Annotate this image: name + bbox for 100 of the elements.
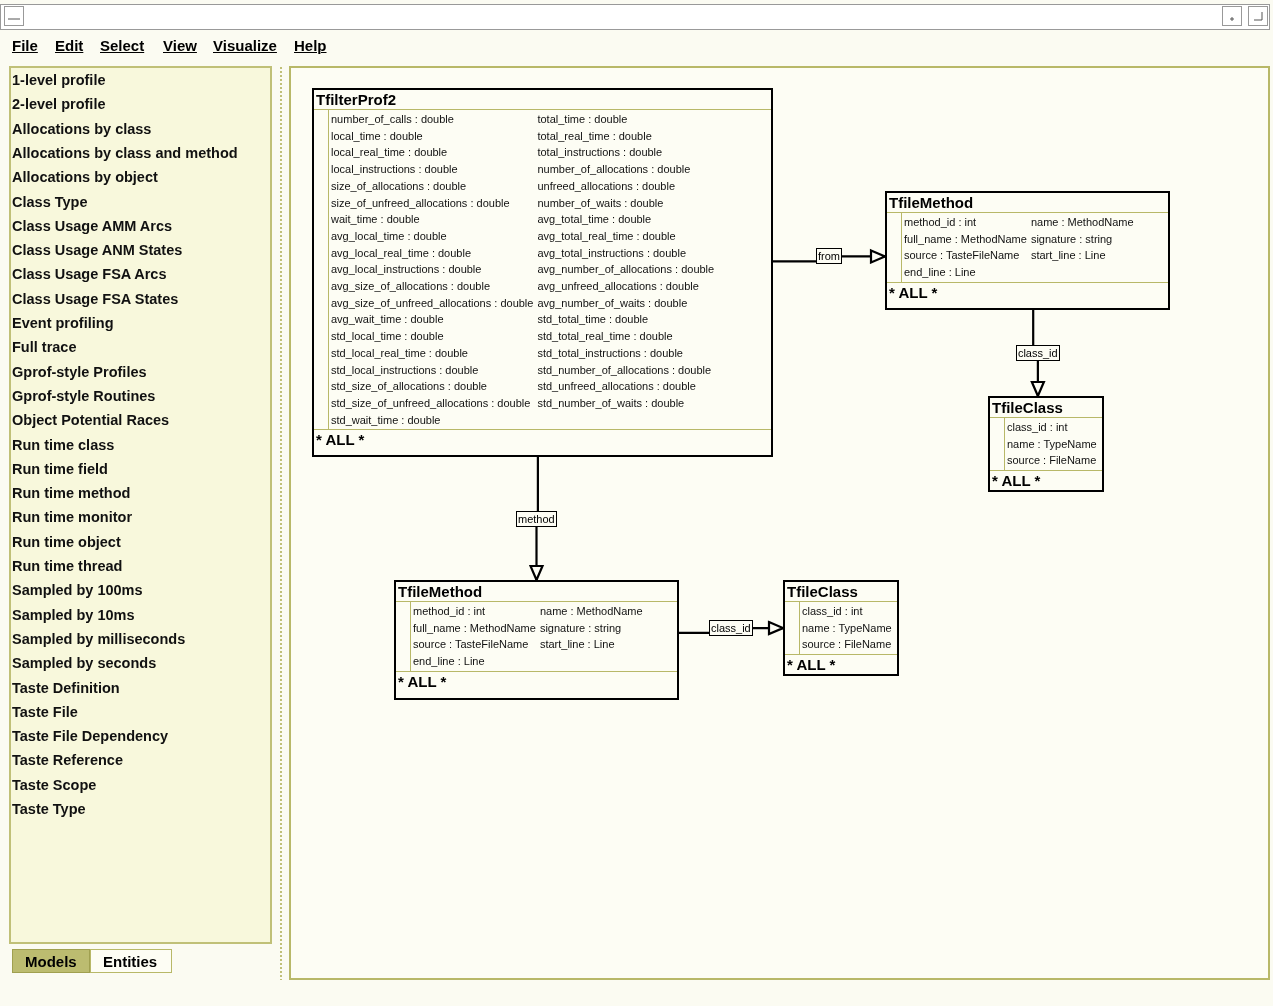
- attribute-text: size_of_allocations : double: [331, 178, 468, 194]
- all-row-text: * ALL *: [990, 470, 1102, 491]
- menu-item: Visualize: [213, 37, 277, 54]
- attribute-text: method_id : int: [904, 215, 978, 230]
- attribute-text: class_id : int: [1007, 420, 1069, 435]
- list-item: Taste File Dependency: [12, 728, 169, 745]
- attribute-text: name : TypeName: [802, 620, 892, 636]
- attribute-text: name : TypeName: [1007, 436, 1097, 452]
- entity-box: [783, 580, 899, 677]
- attribute-text: std_size_of_unfreed_allocations : double: [331, 395, 532, 411]
- entity-name: TfileClass: [785, 582, 897, 602]
- all-row-text: * ALL *: [887, 281, 1168, 302]
- list-item: Class Usage ANM States: [12, 242, 183, 259]
- attribute-text: wait_time : double: [331, 212, 421, 228]
- attribute-text: total_instructions : double: [537, 145, 664, 161]
- list-item: Full trace: [12, 339, 77, 356]
- list-item: Class Type: [12, 193, 88, 210]
- attribute-text: full_name : MethodName: [904, 231, 1027, 247]
- attribute-text: avg_size_of_allocations : double: [331, 279, 491, 295]
- entity-box: [988, 396, 1104, 493]
- attribute-text: name : MethodName: [1030, 215, 1134, 230]
- attribute-text: total_real_time : double: [537, 128, 653, 144]
- attribute-text: signature : string: [539, 620, 623, 636]
- attribute-text: avg_local_time : double: [331, 228, 448, 244]
- attribute-text: start_line : Line: [1030, 248, 1107, 264]
- attribute-text: full_name : MethodName: [413, 620, 536, 636]
- attribute-text: avg_wait_time : double: [331, 312, 445, 328]
- attribute-text: std_number_of_waits : double: [537, 395, 686, 411]
- menu-item: Edit: [55, 37, 84, 54]
- attribute-text: number_of_waits : double: [537, 195, 665, 211]
- attribute-text: avg_total_instructions : double: [537, 245, 688, 261]
- list-item: Object Potential Races: [12, 412, 170, 429]
- entity-name: TfileMethod: [396, 582, 677, 602]
- attribute-text: avg_total_time : double: [537, 212, 653, 228]
- list-item: Gprof-style Profiles: [12, 363, 147, 380]
- attribute-text: start_line : Line: [539, 637, 616, 653]
- attribute-text: std_local_time : double: [331, 329, 445, 345]
- list-item: Sampled by seconds: [12, 655, 157, 672]
- list-item: Class Usage FSA States: [12, 290, 179, 307]
- attribute-text: total_time : double: [537, 112, 629, 127]
- attribute-text: number_of_allocations : double: [537, 162, 692, 178]
- attribute-text: std_wait_time : double: [331, 412, 442, 428]
- entity-name: TfileMethod: [887, 193, 1168, 213]
- list-item: Run time monitor: [12, 509, 133, 526]
- attribute-text: class_id : int: [802, 604, 864, 619]
- attribute-text: method_id : int: [413, 604, 487, 619]
- edge-label: from: [816, 248, 842, 265]
- attribute-text: source : TasteFileName: [904, 248, 1021, 264]
- attribute-text: number_of_calls : double: [331, 112, 455, 127]
- entity-box: [312, 88, 773, 457]
- menu-item: Help: [294, 37, 327, 54]
- menu-item: View: [163, 37, 197, 54]
- relation-arrow: [529, 457, 544, 582]
- list-item: Run time thread: [12, 558, 123, 574]
- attribute-text: avg_local_real_time : double: [331, 245, 473, 261]
- attribute-text: std_local_instructions : double: [331, 362, 480, 378]
- list-item: Taste Reference: [12, 752, 123, 769]
- attribute-text: local_real_time : double: [331, 145, 449, 161]
- list-item: Taste Scope: [12, 776, 97, 793]
- entity-name: TfileClass: [990, 398, 1102, 418]
- list-item: Allocations by class: [12, 120, 152, 137]
- attribute-text: avg_unfreed_allocations : double: [537, 279, 700, 295]
- list-item: Taste Type: [12, 801, 86, 817]
- attribute-text: avg_number_of_waits : double: [537, 295, 689, 311]
- list-item: Taste Definition: [12, 679, 120, 696]
- list-item: 2-level profile: [12, 96, 106, 113]
- attribute-text: avg_local_instructions : double: [331, 262, 483, 278]
- attribute-text: end_line : Line: [413, 654, 486, 670]
- attribute-text: avg_size_of_unfreed_allocations : double: [331, 295, 534, 311]
- entity-name: TfilterProf2: [314, 90, 771, 110]
- list-item: Allocations by class and method: [12, 144, 238, 161]
- list-item: Taste File: [12, 703, 78, 720]
- menu-item: File: [12, 37, 38, 54]
- attribute-text: local_instructions : double: [331, 162, 459, 178]
- list-item: Run time method: [12, 485, 131, 502]
- all-row-text: * ALL *: [396, 670, 677, 691]
- list-item: Run time object: [12, 533, 121, 550]
- list-item: Event profiling: [12, 315, 114, 331]
- list-item: Run time field: [12, 460, 108, 477]
- list-item: Class Usage FSA Arcs: [12, 266, 167, 283]
- list-item: 1-level profile: [12, 72, 106, 88]
- entity-box: [394, 580, 679, 700]
- list-item: Gprof-style Routines: [12, 387, 156, 404]
- attribute-text: end_line : Line: [904, 265, 977, 281]
- list-item: Class Usage AMM Arcs: [12, 217, 173, 234]
- attribute-text: std_size_of_allocations : double: [331, 379, 488, 395]
- attribute-text: source : FileName: [1007, 453, 1097, 469]
- attribute-text: avg_number_of_allocations : double: [537, 262, 715, 278]
- list-item: Sampled by 10ms: [12, 606, 135, 623]
- list-item: Run time class: [12, 436, 115, 453]
- all-row-text: * ALL *: [314, 429, 771, 450]
- edge-label: class_id: [1015, 345, 1060, 361]
- attribute-text: unfreed_allocations : double: [537, 178, 677, 194]
- attribute-text: avg_total_real_time : double: [537, 228, 677, 244]
- attribute-text: std_local_real_time : double: [331, 345, 469, 361]
- entity-box: [885, 191, 1170, 310]
- attribute-text: signature : string: [1030, 231, 1114, 247]
- attribute-text: std_unfreed_allocations : double: [537, 379, 697, 395]
- active-tab: Models: [12, 949, 90, 973]
- attribute-text: std_total_real_time : double: [537, 329, 674, 345]
